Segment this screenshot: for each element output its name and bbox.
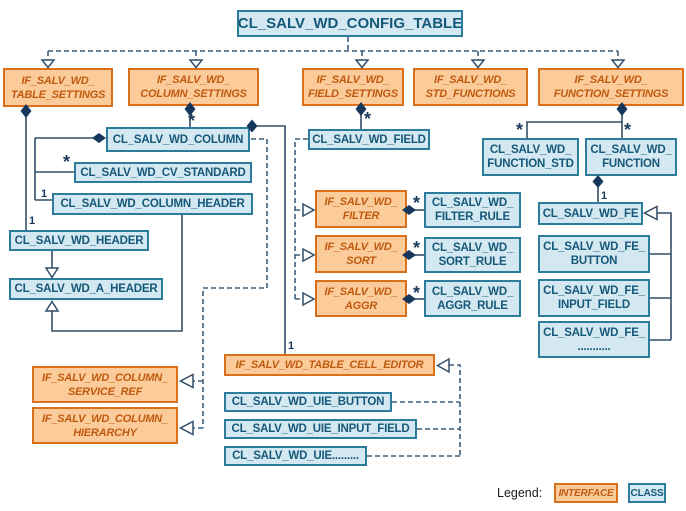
arrow-into-filter xyxy=(302,202,316,218)
arrow-into-a-header-bottom xyxy=(44,300,60,312)
node-cl-salv-wd-header: CL_SALV_WD_HEADER xyxy=(9,230,149,251)
node-cl-salv-wd-sort-rule: CL_SALV_WD_ SORT_RULE xyxy=(424,237,521,273)
node-if-salv-wd-aggr: IF_SALV_WD_ AGGR xyxy=(315,280,407,317)
arrow-into-hierarchy xyxy=(178,420,194,436)
node-cl-salv-wd-fe-input-field: CL_SALV_WD_FE_ INPUT_FIELD xyxy=(538,279,650,317)
multiplicity-sort-rule: * xyxy=(413,238,421,258)
diamond-function xyxy=(592,175,604,188)
diamond-column-left xyxy=(92,133,106,143)
arrow-into-std-functions xyxy=(470,59,486,69)
node-cl-salv-wd-uie-more: CL_SALV_WD_UIE......... xyxy=(224,446,367,466)
node-if-salv-wd-column-settings: IF_SALV_WD_ COLUMN_SETTINGS xyxy=(128,68,259,106)
edge-function-settings-functions xyxy=(526,114,623,138)
arrow-into-service-ref xyxy=(178,373,194,389)
node-cl-salv-wd-uie-button: CL_SALV_WD_UIE_BUTTON xyxy=(224,392,392,412)
multiplicity-function-std: * xyxy=(516,120,524,140)
node-if-salv-wd-table-settings: IF_SALV_WD_ TABLE_SETTINGS xyxy=(3,68,113,107)
node-cl-salv-wd-fe-button: CL_SALV_WD_FE_ BUTTON xyxy=(538,235,650,273)
node-cl-salv-wd-function: CL_SALV_WD_ FUNCTION xyxy=(585,138,677,176)
multiplicity-fe: 1 xyxy=(601,190,608,202)
arrow-into-column-settings xyxy=(188,59,204,69)
arrow-into-function-settings xyxy=(610,59,626,69)
node-cl-salv-wd-column-header: CL_SALV_WD_COLUMN_HEADER xyxy=(52,193,253,215)
node-cl-salv-wd-fe-more: CL_SALV_WD_FE_ ........... xyxy=(538,321,650,358)
node-cl-salv-wd-aggr-rule: CL_SALV_WD_ AGGR_RULE xyxy=(424,280,521,317)
arrow-into-aggr xyxy=(302,291,316,307)
edge-column-cell-editor xyxy=(257,125,286,354)
arrow-into-field-settings xyxy=(354,59,370,69)
multiplicity-cell-editor: 1 xyxy=(288,340,295,352)
node-if-salv-wd-table-cell-editor: IF_SALV_WD_TABLE_CELL_EDITOR xyxy=(224,354,435,376)
node-cl-salv-wd-column: CL_SALV_WD_COLUMN xyxy=(106,127,250,152)
node-cl-salv-wd-field: CL_SALV_WD_FIELD xyxy=(308,129,430,150)
legend-interface-sample: INTERFACE xyxy=(554,483,618,503)
arrow-into-table-settings xyxy=(40,59,56,69)
node-if-salv-wd-sort: IF_SALV_WD_ SORT xyxy=(315,235,407,273)
node-if-salv-wd-column-service-ref: IF_SALV_WD_COLUMN_ SERVICE_REF xyxy=(32,366,178,403)
node-cl-salv-wd-fe: CL_SALV_WD_FE xyxy=(538,202,643,225)
node-cl-salv-wd-config-table: CL_SALV_WD_CONFIG_TABLE xyxy=(237,10,463,37)
arrow-into-fe xyxy=(642,205,658,221)
multiplicity-column: * xyxy=(188,111,196,131)
node-cl-salv-wd-filter-rule: CL_SALV_WD_ FILTER_RULE xyxy=(424,192,521,228)
arrow-into-a-header-top xyxy=(44,267,60,279)
multiplicity-filter-rule: * xyxy=(413,193,421,213)
edge-fe-subclasses-rail xyxy=(650,212,672,341)
multiplicity-aggr-rule: * xyxy=(413,283,421,303)
multiplicity-cv-standard: * xyxy=(63,152,71,172)
node-if-salv-wd-filter: IF_SALV_WD_ FILTER xyxy=(315,190,407,228)
multiplicity-header: 1 xyxy=(29,215,36,227)
node-cl-salv-wd-function-std: CL_SALV_WD_ FUNCTION_STD xyxy=(482,138,579,176)
legend-caption: Legend: xyxy=(497,486,543,500)
node-cl-salv-wd-a-header: CL_SALV_WD_A_HEADER xyxy=(9,278,163,300)
arrow-into-sort xyxy=(302,247,316,263)
multiplicity-field: * xyxy=(364,109,372,129)
multiplicity-function: * xyxy=(624,120,632,140)
node-if-salv-wd-column-hierarchy: IF_SALV_WD_COLUMN_ HIERARCHY xyxy=(32,407,178,444)
node-cl-salv-wd-uie-input-field: CL_SALV_WD_UIE_INPUT_FIELD xyxy=(224,419,417,439)
arrow-into-cell-editor xyxy=(435,357,450,374)
edge-field-realizations xyxy=(294,138,308,300)
multiplicity-column-header: 1 xyxy=(41,188,48,200)
node-if-salv-wd-field-settings: IF_SALV_WD_ FIELD_SETTINGS xyxy=(302,68,404,106)
legend-class-sample: CLASS xyxy=(628,483,666,503)
node-cl-salv-wd-cv-standard: CL_SALV_WD_CV_STANDARD xyxy=(74,162,252,183)
node-if-salv-wd-std-functions: IF_SALV_WD_ STD_FUNCTIONS xyxy=(413,68,528,106)
edge-config-interface-stubs xyxy=(47,51,619,60)
node-if-salv-wd-function-settings: IF_SALV_WD_ FUNCTION_SETTINGS xyxy=(538,68,684,106)
